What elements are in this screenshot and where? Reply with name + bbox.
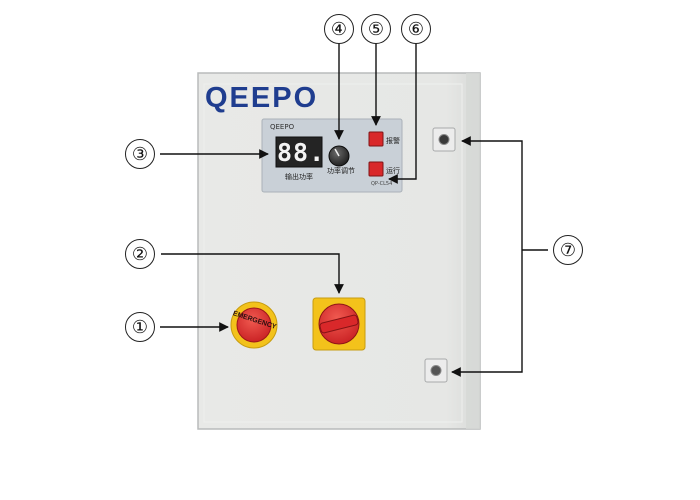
callout-lines <box>160 42 548 377</box>
knob-label: 功率调节 <box>327 167 355 175</box>
run-indicator-light <box>368 161 384 177</box>
power-display <box>275 136 323 168</box>
callout-3: ③ <box>125 139 155 169</box>
alarm-indicator-light <box>368 131 384 147</box>
door-lock-bottom[interactable] <box>424 358 448 383</box>
callout-1: ① <box>125 312 155 342</box>
callout-2: ② <box>125 239 155 269</box>
alarm-label: 报警 <box>386 137 400 145</box>
brand-logo: QEEPO <box>205 82 319 114</box>
callout-7: ⑦ <box>553 235 583 265</box>
callout-6: ⑥ <box>401 14 431 44</box>
main-rotary-switch[interactable] <box>312 297 366 351</box>
panel-brand: QEEPO <box>270 123 295 131</box>
door-lock-top[interactable] <box>432 127 456 152</box>
callout-5: ⑤ <box>361 14 391 44</box>
display-label: 输出功率 <box>285 173 313 181</box>
display-value: 88. <box>277 138 326 167</box>
power-adjust-knob[interactable] <box>328 145 350 167</box>
callout-4: ④ <box>324 14 354 44</box>
model-label: QP-CL54 <box>371 181 393 187</box>
run-label: 运行 <box>386 167 400 175</box>
emergency-stop-button[interactable] <box>230 301 278 349</box>
